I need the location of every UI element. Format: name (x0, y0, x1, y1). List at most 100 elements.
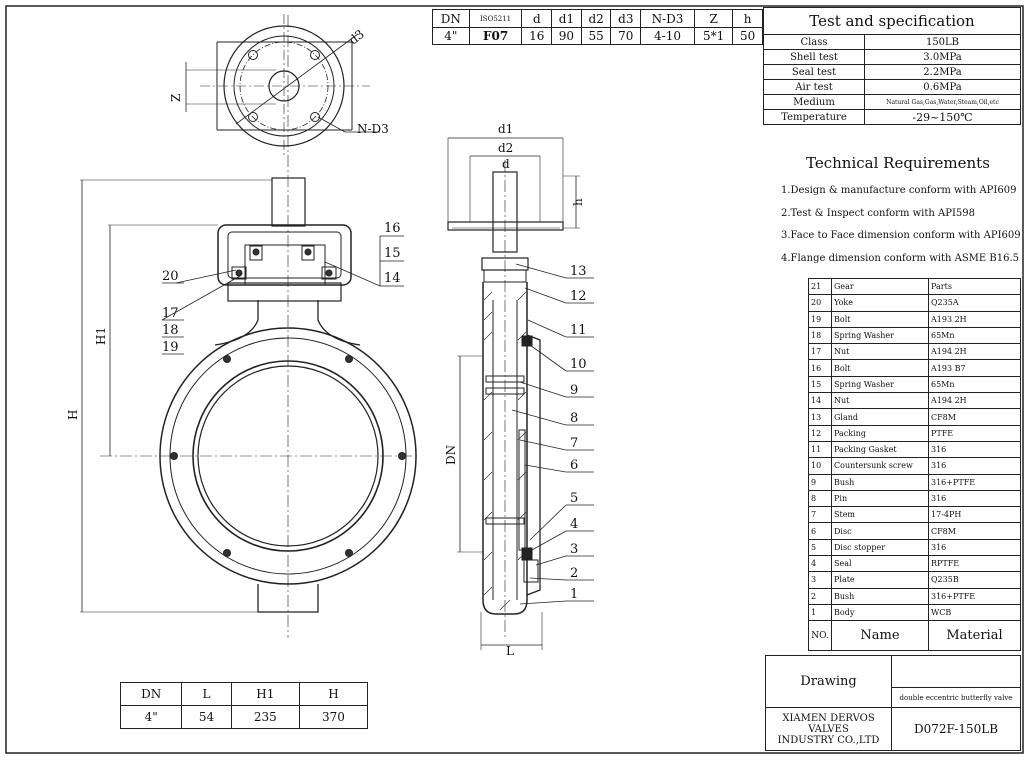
dims-value: F07 (468, 27, 523, 45)
balloon-7: 7 (570, 436, 578, 451)
dims-header: Z (693, 9, 734, 28)
parts-name: Gland (831, 408, 929, 426)
spec-value: 150LB (864, 34, 1021, 50)
dims-header: ISO5211 (468, 9, 523, 28)
spec-value: 3.0MPa (864, 49, 1021, 65)
balloon-12: 12 (570, 289, 587, 304)
parts-material: 65Mn (928, 375, 1021, 394)
parts-header-material: Material (928, 620, 1021, 652)
front-valve-view (80, 15, 420, 638)
spec-label: Shell test (763, 49, 865, 65)
parts-name: Bush (831, 587, 929, 605)
parts-material: 316+PTFE (928, 473, 1021, 491)
parts-no: 14 (808, 392, 832, 410)
size-value: 4" (119, 705, 183, 729)
parts-name: Packing Gasket (831, 440, 929, 459)
parts-material: A194 2H (928, 343, 1021, 361)
size-header: H1 (230, 682, 300, 706)
parts-no: 4 (808, 555, 832, 573)
parts-no: 9 (808, 473, 832, 491)
balloon-1: 1 (570, 587, 578, 602)
parts-no: 5 (808, 538, 832, 557)
parts-name: Spring Washer (831, 326, 929, 345)
parts-no: 3 (808, 571, 832, 589)
dims-value: 70 (610, 27, 642, 45)
size-value: 370 (298, 705, 369, 729)
parts-name: Pin (831, 489, 929, 508)
parts-no: 6 (808, 522, 832, 540)
balloon-19: 19 (162, 340, 179, 355)
parts-material: CF8M (928, 408, 1021, 426)
balloon-2: 2 (570, 566, 578, 581)
balloon-6: 6 (570, 458, 578, 473)
balloon-11: 11 (570, 323, 587, 338)
parts-no: 7 (808, 506, 832, 524)
parts-no: 8 (808, 489, 832, 508)
parts-no: 1 (808, 603, 832, 622)
parts-no: 10 (808, 457, 832, 475)
parts-name: Countersunk screw (831, 457, 929, 475)
parts-name: Nut (831, 343, 929, 361)
parts-material: 316 (928, 489, 1021, 508)
dims-header: d2 (580, 9, 612, 28)
side-leader-lines (511, 263, 594, 605)
label-d1: d1 (498, 122, 513, 136)
dims-header: DN (432, 9, 470, 28)
balloon-18: 18 (162, 323, 179, 338)
parts-name: Bolt (831, 310, 929, 328)
balloon-15: 15 (384, 246, 401, 261)
balloon-20: 20 (162, 269, 179, 284)
balloon-9: 9 (570, 383, 578, 398)
balloon-13: 13 (570, 264, 587, 279)
tech-list: 1.Design & manufacture conform with API6… (781, 180, 1021, 270)
parts-no: 16 (808, 359, 832, 377)
parts-name: Spring Washer (831, 375, 929, 394)
parts-material: Q235B (928, 571, 1021, 589)
parts-header-name: Name (831, 620, 929, 652)
label-d3: d3 (346, 27, 367, 47)
parts-name: Stem (831, 506, 929, 524)
balloon-16: 16 (384, 221, 401, 236)
spec-title: Test and specification (763, 7, 1021, 35)
dims-header: d (521, 9, 553, 28)
spec-label: Seal test (763, 64, 865, 80)
dims-value: 4" (432, 27, 470, 45)
label-h: H (66, 410, 80, 420)
title-empty-cell (892, 656, 1020, 688)
spec-label: Class (763, 34, 865, 50)
title-drawing-label: Drawing (766, 656, 892, 708)
dims-header: d1 (551, 9, 582, 28)
parts-material: A193 2H (928, 310, 1021, 328)
balloon-8: 8 (570, 411, 578, 426)
parts-no: 18 (808, 326, 832, 345)
dims-header: d3 (610, 9, 642, 28)
parts-name: Body (831, 603, 929, 622)
balloon-14: 14 (384, 271, 401, 286)
company-line1: XIAMEN DERVOS VALVES (782, 712, 875, 735)
parts-material: A194 2H (928, 392, 1021, 410)
label-d2: d2 (498, 141, 513, 155)
parts-material: A193 B7 (928, 359, 1021, 377)
title-company: XIAMEN DERVOS VALVES INDUSTRY CO.,LTD (766, 708, 892, 750)
parts-material: 316 (928, 440, 1021, 459)
tech-title: Technical Requirements (806, 154, 990, 172)
title-product: double eccentric butterfly valve (892, 688, 1020, 708)
size-header: DN (119, 682, 183, 706)
parts-material: CF8M (928, 522, 1021, 540)
dims-value: 16 (521, 27, 553, 45)
size-header: L (181, 682, 232, 706)
front-flange-holes (170, 248, 406, 557)
parts-material: 65Mn (928, 326, 1021, 345)
parts-name: Disc (831, 522, 929, 540)
parts-name: Nut (831, 392, 929, 410)
label-d: d (502, 157, 510, 171)
